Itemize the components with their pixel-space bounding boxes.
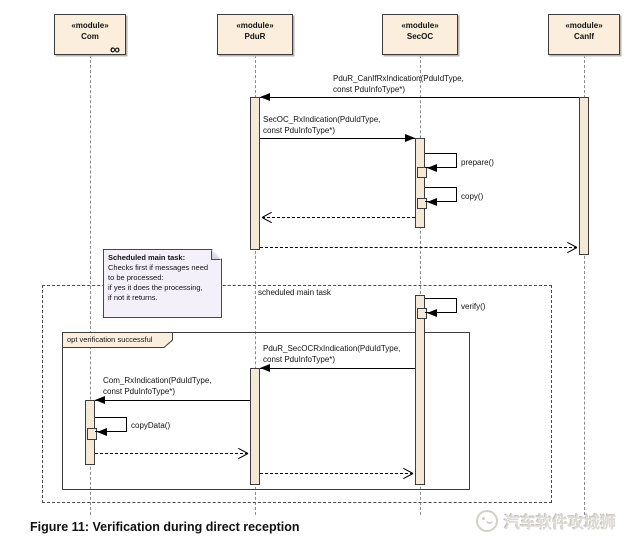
message-label: PduR_SecOCRxIndication(PduIdType, xyxy=(263,344,401,353)
opt-fragment-label: opt verification successful xyxy=(67,335,153,344)
lifeline-head-com: «module» Com ∞ xyxy=(54,14,126,57)
stereotype-label: «module» xyxy=(565,21,603,30)
message-label: const PduInfoType*) xyxy=(333,85,406,94)
note-line: if yes it does the processing, xyxy=(108,283,203,292)
arrowhead-right xyxy=(405,134,415,142)
watermark-logo-icon xyxy=(476,510,498,532)
lifeline-name: SecOC xyxy=(406,32,434,41)
activation-secoc-1 xyxy=(415,138,425,228)
activation-pdur-2 xyxy=(250,368,260,485)
self-message-loop xyxy=(425,153,457,168)
arrowhead-left xyxy=(427,198,437,206)
stereotype-label: «module» xyxy=(236,21,274,30)
watermark-text: 汽车软件攻城狮 xyxy=(504,515,617,532)
pentagon-shape xyxy=(62,332,173,348)
note-title: Scheduled main task: xyxy=(108,253,186,262)
figure-caption: Figure 11: Verification during direct re… xyxy=(30,520,300,534)
lifeline-name: PduR xyxy=(244,32,266,41)
return-line xyxy=(95,453,248,454)
open-arrowhead-right xyxy=(566,241,577,253)
message-label: prepare() xyxy=(461,158,494,167)
arrowhead-left xyxy=(95,396,105,404)
activation-verify xyxy=(417,308,427,319)
opt-fragment: opt verification successful xyxy=(62,332,470,490)
message-label: const PduInfoType*) xyxy=(263,355,336,364)
activation-prepare xyxy=(417,167,427,178)
arrowhead-left xyxy=(427,164,437,172)
note-line: to be processed: xyxy=(108,273,164,282)
self-message-loop xyxy=(425,298,457,313)
arrowhead-left xyxy=(260,364,270,372)
message-label: PduR_CanIfRxIndication(PduIdType, xyxy=(333,74,464,83)
note-line: if not it returns. xyxy=(108,293,158,302)
watermark: 汽车软件攻城狮 xyxy=(476,509,616,533)
return-line xyxy=(260,473,413,474)
arrowhead-left xyxy=(427,309,437,317)
dashed-frame xyxy=(42,285,552,503)
stereotype-label: «module» xyxy=(401,21,439,30)
open-arrowhead-right xyxy=(402,467,413,479)
note-line: Checks first if messages need xyxy=(108,263,209,272)
note-fold-corner xyxy=(211,250,221,260)
message-label: SecOC_RxIndication(PduIdType, xyxy=(263,115,381,124)
return-line xyxy=(262,217,415,218)
activation-pdur-1 xyxy=(250,97,260,250)
lifeline-name: Com xyxy=(81,32,99,41)
message-line xyxy=(95,400,250,401)
message-label: const PduInfoType*) xyxy=(103,387,176,396)
lifeline-name: CanIf xyxy=(574,32,594,41)
activation-copy xyxy=(417,198,427,209)
self-message-loop xyxy=(95,417,127,432)
lifeline-head-canif: «module» CanIf xyxy=(548,14,620,55)
message-label: const PduInfoType*) xyxy=(263,126,336,135)
open-arrowhead-right xyxy=(237,447,248,459)
lifeline-canif xyxy=(583,55,585,515)
lifeline-head-secoc: «module» SecOC xyxy=(382,14,458,55)
message-label: copyData() xyxy=(131,421,171,430)
activation-copydata xyxy=(87,428,97,440)
infinity-icon: ∞ xyxy=(110,41,120,57)
lifeline-head-pdur: «module» PduR xyxy=(217,14,293,55)
note-scheduled-main-task: Scheduled main task: Checks first if mes… xyxy=(103,249,222,318)
message-line xyxy=(260,138,415,139)
message-line xyxy=(260,368,415,369)
activation-secoc-2 xyxy=(415,295,425,485)
message-label: copy() xyxy=(461,192,484,201)
activation-canif xyxy=(579,97,589,255)
return-line xyxy=(260,247,577,248)
message-line xyxy=(260,97,579,98)
opt-fragment-pentagon: opt verification successful xyxy=(62,332,174,348)
message-label: scheduled main task xyxy=(258,288,331,297)
message-label: verify() xyxy=(461,302,486,311)
arrowhead-left xyxy=(97,428,107,436)
stereotype-label: «module» xyxy=(71,21,109,30)
open-arrowhead-left xyxy=(262,211,273,223)
self-message-loop xyxy=(425,187,457,202)
arrowhead-left xyxy=(260,93,270,101)
message-label: Com_RxIndication(PduIdType, xyxy=(103,376,212,385)
